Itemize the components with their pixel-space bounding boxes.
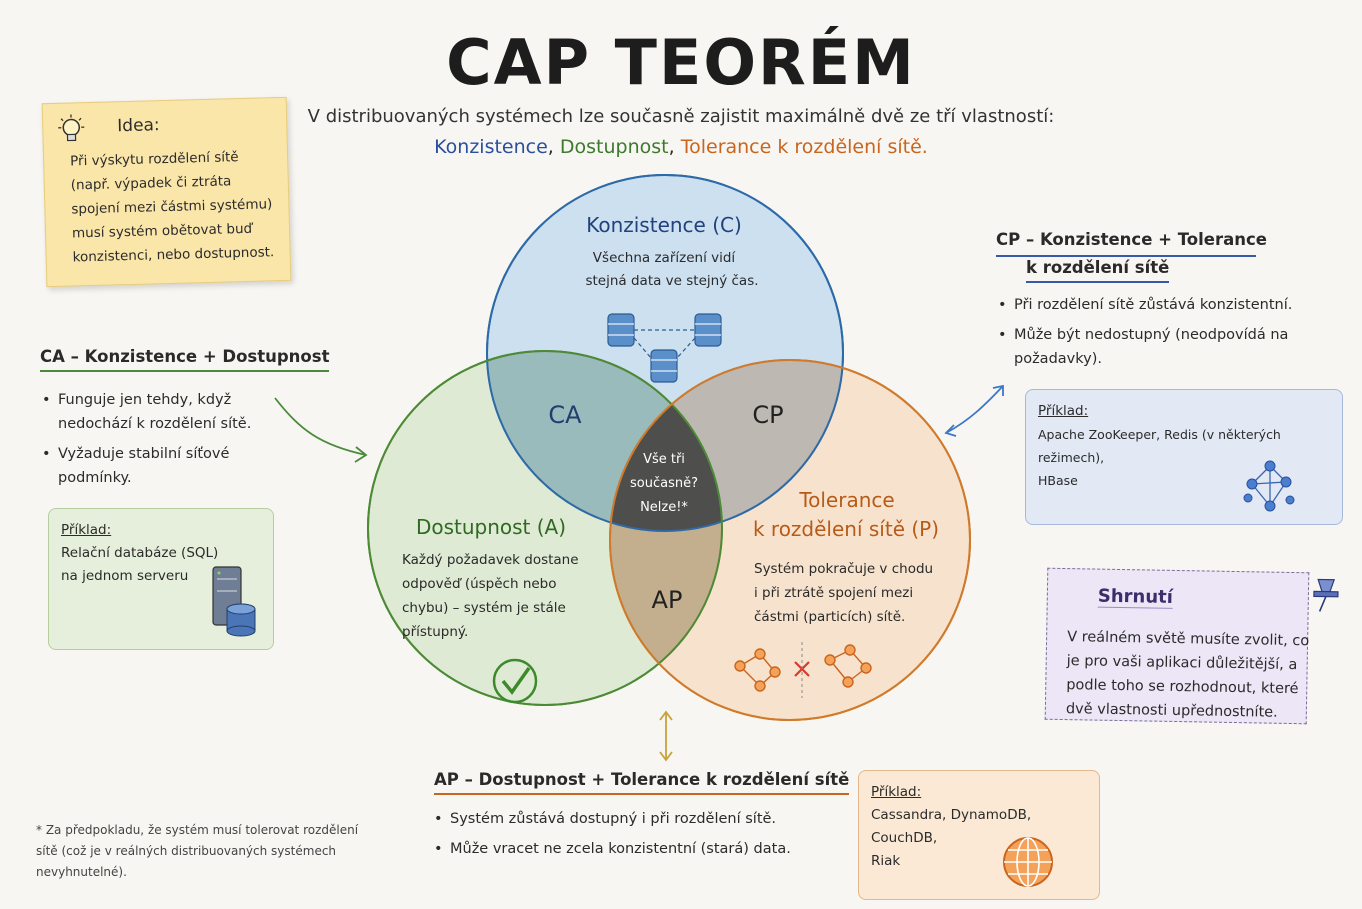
arrow-ap [659, 710, 673, 762]
ca-example-box: Příklad: Relační databáze (SQL) na jedno… [48, 508, 274, 650]
p-desc-2: i při ztrátě spojení mezi [754, 585, 913, 601]
ap-label: AP [652, 586, 683, 614]
ap-section-title: AP – Dostupnost + Tolerance k rozdělení … [434, 770, 850, 795]
ca-bullets: Funguje jen tehdy, když nedochází k rozd… [40, 388, 270, 496]
list-item: Při rozdělení sítě zůstává konzistentní. [996, 293, 1316, 317]
pushpin-icon [1313, 578, 1339, 612]
arrow-cp [944, 384, 1004, 437]
server-database-icon [212, 566, 256, 637]
cp-section-title-2: k rozdělení sítě [1026, 258, 1170, 283]
center-line-3: Nelze!* [640, 500, 688, 515]
page-title: CAP TEORÉM [446, 26, 916, 99]
summary-title: Shrnutí [1097, 585, 1174, 609]
example-label: Příklad: [871, 784, 922, 800]
database-icon [607, 313, 722, 383]
example-text: Riak [871, 853, 901, 869]
list-item: Funguje jen tehdy, když nedochází k rozd… [40, 388, 270, 436]
list-item: Vyžaduje stabilní síťové podmínky. [40, 442, 270, 490]
list-item: Může být nedostupný (neodpovídá na požad… [996, 323, 1316, 371]
ap-example-box: Příklad: Cassandra, DynamoDB, CouchDB, R… [858, 770, 1100, 900]
globe-icon [1003, 837, 1053, 887]
example-label: Příklad: [1038, 403, 1089, 419]
checkmark-icon [492, 658, 538, 704]
a-desc-2: odpověď (úspěch nebo [402, 576, 557, 592]
p-desc-3: částmi (particích) sítě. [754, 609, 905, 625]
example-text: Apache ZooKeeper, Redis (v některých rež… [1038, 427, 1281, 465]
ca-label: CA [548, 401, 582, 429]
p-title-2: k rozdělení sítě (P) [753, 517, 939, 541]
c-title: Konzistence (C) [586, 213, 742, 237]
properties-line: Konzistence, Dostupnost, Tolerance k roz… [0, 136, 1362, 158]
list-item: Systém zůstává dostupný i při rozdělení … [432, 807, 852, 831]
a-title: Dostupnost (A) [416, 515, 566, 539]
a-desc-1: Každý požadavek dostane [402, 552, 579, 568]
subtitle: V distribuovaných systémech lze současně… [307, 106, 1055, 127]
example-text: HBase [1038, 473, 1078, 488]
a-desc-3: chybu) – systém je stále [402, 600, 566, 616]
prop-sep: , [547, 136, 560, 158]
ca-section-title: CA – Konzistence + Dostupnost [40, 347, 330, 372]
list-item: Může vracet ne zcela konzistentní (stará… [432, 837, 852, 861]
prop-availability: Dostupnost [559, 136, 669, 158]
prop-end: . [921, 136, 928, 158]
example-text: na jednom serveru [61, 568, 189, 584]
lightbulb-icon [58, 114, 85, 142]
a-desc-4: přístupný. [402, 624, 468, 640]
p-desc-1: Systém pokračuje v chodu [754, 561, 933, 577]
prop-sep: , [668, 136, 681, 158]
cp-example-box: Příklad: Apache ZooKeeper, Redis (v někt… [1025, 389, 1343, 525]
ap-bullets: Systém zůstává dostupný i při rozdělení … [432, 807, 852, 867]
center-line-2: současně? [630, 476, 698, 491]
cp-bullets: Při rozdělení sítě zůstává konzistentní.… [996, 293, 1316, 377]
cp-title-underline [996, 255, 1256, 257]
overlap-center [610, 360, 722, 531]
prop-consistency: Konzistence [434, 136, 548, 158]
example-text: Cassandra, DynamoDB, CouchDB, [871, 807, 1032, 846]
arrow-ca [274, 397, 368, 463]
network-nodes-icon [1243, 460, 1295, 512]
summary-note: Shrnutí V reálném světě musíte zvolit, c… [1044, 567, 1339, 725]
cp-label: CP [752, 401, 783, 429]
prop-partition: Tolerance k rozdělení sítě [680, 136, 922, 158]
summary-text: V reálném světě musíte zvolit, co je pro… [1065, 629, 1310, 721]
network-partition-icon [734, 644, 872, 692]
footnote: * Za předpokladu, že systém musí tolerov… [36, 823, 359, 879]
cp-section-title: CP – Konzistence + Tolerance [996, 230, 1267, 249]
c-desc-1: Všechna zařízení vidí [593, 250, 737, 266]
p-title-1: Tolerance [798, 488, 894, 512]
idea-note: Idea: Při výskytu rozdělení sítě (např. … [41, 96, 292, 288]
example-label: Příklad: [61, 522, 112, 538]
example-text: Relační databáze (SQL) [61, 545, 219, 561]
c-desc-2: stejná data ve stejný čas. [585, 273, 758, 289]
center-line-1: Vše tři [643, 452, 685, 467]
